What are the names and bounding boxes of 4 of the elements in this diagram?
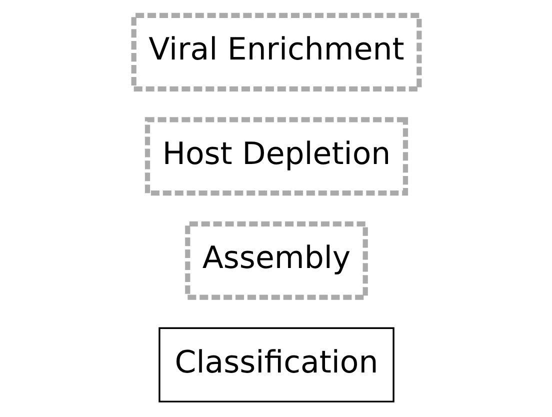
node-box: Host Depletion: [144, 117, 408, 196]
node-box: Viral Enrichment: [130, 12, 422, 92]
node-box: Assembly: [184, 221, 368, 300]
node-box: Classification: [158, 327, 394, 402]
